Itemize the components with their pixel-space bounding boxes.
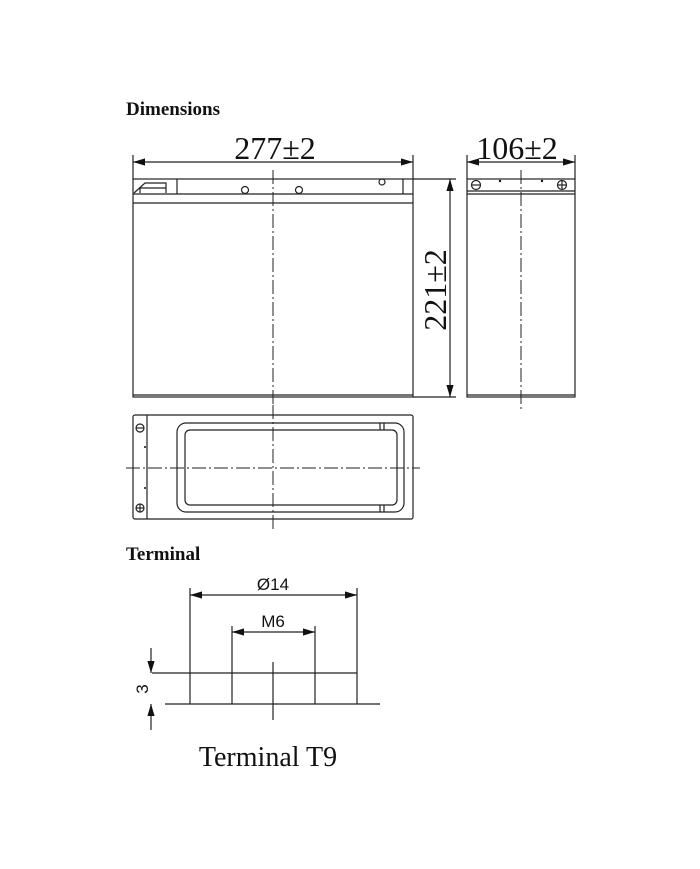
length-label: 277±2 — [234, 130, 316, 166]
vent-icon — [378, 178, 386, 186]
terminal-caption: Terminal T9 — [199, 742, 337, 773]
terminal-height-label: 3 — [133, 684, 152, 693]
width-label: 106±2 — [476, 130, 558, 166]
side-view: 106±2 — [466, 130, 576, 410]
diameter-label: Ø14 — [257, 575, 289, 594]
handle-icon — [133, 182, 167, 194]
height-label: 221±2 — [417, 249, 453, 331]
thread-label: M6 — [261, 612, 285, 631]
terminal-drawing: Ø14 M6 3 Terminal T9 — [133, 575, 380, 773]
terminal-heading: Terminal — [126, 544, 200, 565]
positive-terminal-icon — [556, 179, 568, 191]
dimensions-heading: Dimensions — [126, 99, 220, 120]
front-view: 277±2 221±2 — [132, 130, 456, 410]
negative-terminal-icon — [470, 179, 482, 191]
top-view — [126, 405, 420, 530]
